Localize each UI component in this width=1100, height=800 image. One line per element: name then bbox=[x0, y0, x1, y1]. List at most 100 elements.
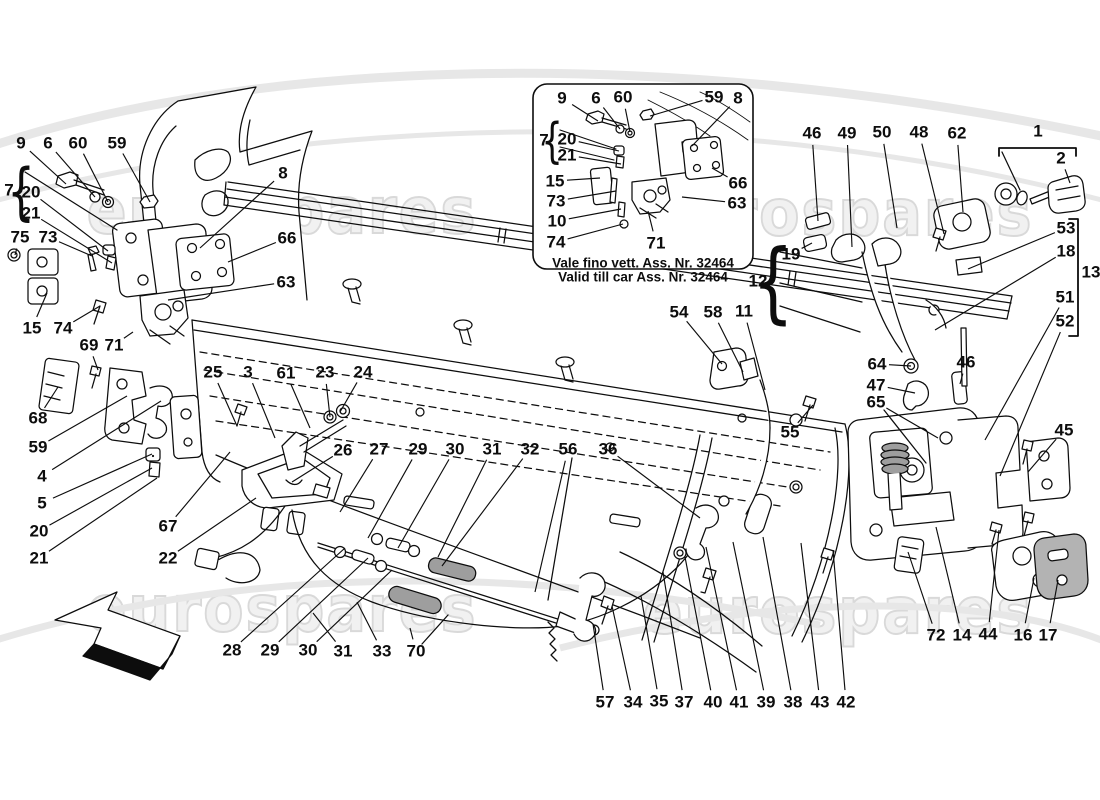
inset-callout-74[interactable]: 74 bbox=[546, 232, 566, 252]
main-callout-35[interactable]: 35 bbox=[649, 691, 669, 711]
main-callout-18[interactable]: 18 bbox=[1056, 241, 1076, 261]
main-callout-36[interactable]: 36 bbox=[598, 439, 618, 459]
main-callout-44[interactable]: 44 bbox=[978, 624, 998, 644]
inset-callout-66[interactable]: 66 bbox=[728, 173, 748, 193]
main-callout-54[interactable]: 54 bbox=[669, 302, 689, 322]
main-callout-38[interactable]: 38 bbox=[783, 692, 803, 712]
main-callout-15[interactable]: 15 bbox=[22, 318, 42, 338]
main-callout-30[interactable]: 30 bbox=[298, 640, 318, 660]
main-callout-11[interactable]: 11 bbox=[735, 301, 753, 321]
svg-text:{: { bbox=[752, 232, 794, 334]
main-callout-25[interactable]: 25 bbox=[203, 362, 223, 382]
main-callout-19[interactable]: 19 bbox=[781, 244, 801, 264]
callout-decorations bbox=[24, 129, 1079, 645]
inset-callout-9[interactable]: 9 bbox=[557, 88, 567, 108]
main-callout-70[interactable]: 70 bbox=[406, 641, 426, 661]
main-callout-26[interactable]: 26 bbox=[333, 440, 353, 460]
inset-callout-21[interactable]: 21 bbox=[557, 145, 577, 165]
main-callout-3[interactable]: 3 bbox=[243, 362, 253, 382]
main-callout-41[interactable]: 41 bbox=[729, 692, 749, 712]
main-callout-75[interactable]: 75 bbox=[10, 227, 30, 247]
main-callout-61[interactable]: 61 bbox=[276, 363, 296, 383]
main-callout-63[interactable]: 63 bbox=[276, 272, 296, 292]
main-callout-51[interactable]: 51 bbox=[1055, 287, 1075, 307]
main-callout-59[interactable]: 59 bbox=[28, 437, 48, 457]
main-callout-65[interactable]: 65 bbox=[866, 392, 886, 412]
main-callout-48[interactable]: 48 bbox=[909, 122, 929, 142]
main-callout-29[interactable]: 29 bbox=[408, 439, 428, 459]
main-callout-8[interactable]: 8 bbox=[278, 163, 288, 183]
main-callout-59[interactable]: 59 bbox=[107, 133, 127, 153]
main-callout-29[interactable]: 29 bbox=[260, 640, 280, 660]
inset-callout-73[interactable]: 73 bbox=[546, 191, 566, 211]
main-callout-34[interactable]: 34 bbox=[623, 692, 643, 712]
main-callout-1[interactable]: 1 bbox=[1033, 121, 1043, 141]
main-callout-21[interactable]: 21 bbox=[29, 548, 49, 568]
main-callout-60[interactable]: 60 bbox=[68, 133, 88, 153]
main-callout-57[interactable]: 57 bbox=[595, 692, 615, 712]
main-callout-6[interactable]: 6 bbox=[43, 133, 53, 153]
main-callout-52[interactable]: 52 bbox=[1055, 311, 1075, 331]
main-callout-20[interactable]: 20 bbox=[21, 182, 41, 202]
upper-hinge-assembly bbox=[111, 218, 235, 345]
main-callout-27[interactable]: 27 bbox=[369, 439, 389, 459]
main-callout-46[interactable]: 46 bbox=[956, 352, 976, 372]
main-callout-31[interactable]: 31 bbox=[482, 439, 502, 459]
main-callout-73[interactable]: 73 bbox=[38, 227, 58, 247]
main-callout-31[interactable]: 31 bbox=[333, 641, 353, 661]
inset-callout-59[interactable]: 59 bbox=[704, 87, 724, 107]
main-callout-68[interactable]: 68 bbox=[28, 408, 48, 428]
main-callout-30[interactable]: 30 bbox=[445, 439, 465, 459]
main-callout-7[interactable]: 7 bbox=[4, 180, 14, 200]
main-callout-17[interactable]: 17 bbox=[1038, 625, 1058, 645]
main-callout-37[interactable]: 37 bbox=[674, 692, 694, 712]
main-callout-72[interactable]: 72 bbox=[926, 625, 946, 645]
main-callout-9[interactable]: 9 bbox=[16, 133, 26, 153]
main-callout-46[interactable]: 46 bbox=[802, 123, 822, 143]
main-callout-62[interactable]: 62 bbox=[947, 123, 967, 143]
main-callout-58[interactable]: 58 bbox=[703, 302, 723, 322]
main-callout-50[interactable]: 50 bbox=[872, 122, 892, 142]
inset-callout-15[interactable]: 15 bbox=[545, 171, 565, 191]
main-callout-2[interactable]: 2 bbox=[1056, 148, 1066, 168]
main-callout-39[interactable]: 39 bbox=[756, 692, 776, 712]
main-callout-74[interactable]: 74 bbox=[53, 318, 73, 338]
main-callout-49[interactable]: 49 bbox=[837, 123, 857, 143]
inset-callout-60[interactable]: 60 bbox=[613, 87, 633, 107]
inset-callout-63[interactable]: 63 bbox=[727, 193, 747, 213]
inset-box bbox=[532, 83, 754, 270]
main-callout-5[interactable]: 5 bbox=[37, 493, 47, 513]
main-callout-53[interactable]: 53 bbox=[1056, 218, 1076, 238]
inset-callout-10[interactable]: 10 bbox=[547, 211, 567, 231]
inset-callout-7[interactable]: 7 bbox=[539, 130, 549, 150]
main-callout-42[interactable]: 42 bbox=[836, 692, 856, 712]
main-callout-71[interactable]: 71 bbox=[104, 335, 124, 355]
main-callout-23[interactable]: 23 bbox=[315, 362, 335, 382]
inset-callout-8[interactable]: 8 bbox=[733, 88, 743, 108]
main-callout-33[interactable]: 33 bbox=[372, 641, 392, 661]
main-callout-43[interactable]: 43 bbox=[810, 692, 830, 712]
main-callout-28[interactable]: 28 bbox=[222, 640, 242, 660]
inset-callout-71[interactable]: 71 bbox=[646, 233, 666, 253]
main-callout-24[interactable]: 24 bbox=[353, 362, 373, 382]
main-callout-55[interactable]: 55 bbox=[780, 422, 800, 442]
main-callout-56[interactable]: 56 bbox=[558, 439, 578, 459]
main-callout-67[interactable]: 67 bbox=[158, 516, 178, 536]
main-callout-32[interactable]: 32 bbox=[520, 439, 540, 459]
main-callout-21[interactable]: 21 bbox=[21, 203, 41, 223]
main-callout-45[interactable]: 45 bbox=[1054, 420, 1074, 440]
main-callout-14[interactable]: 14 bbox=[952, 625, 972, 645]
main-callout-4[interactable]: 4 bbox=[37, 466, 47, 486]
inset-callout-6[interactable]: 6 bbox=[591, 88, 601, 108]
main-callout-12[interactable]: 12 bbox=[748, 271, 768, 291]
main-callout-64[interactable]: 64 bbox=[867, 354, 887, 374]
main-callout-40[interactable]: 40 bbox=[703, 692, 723, 712]
inset-callout-20[interactable]: 20 bbox=[557, 129, 577, 149]
main-callout-16[interactable]: 16 bbox=[1013, 625, 1033, 645]
main-callout-22[interactable]: 22 bbox=[158, 548, 178, 568]
main-callout-13[interactable]: 13 bbox=[1081, 262, 1100, 282]
main-callout-66[interactable]: 66 bbox=[277, 228, 297, 248]
main-callout-69[interactable]: 69 bbox=[79, 335, 99, 355]
main-callout-47[interactable]: 47 bbox=[866, 375, 886, 395]
main-callout-20[interactable]: 20 bbox=[29, 521, 49, 541]
